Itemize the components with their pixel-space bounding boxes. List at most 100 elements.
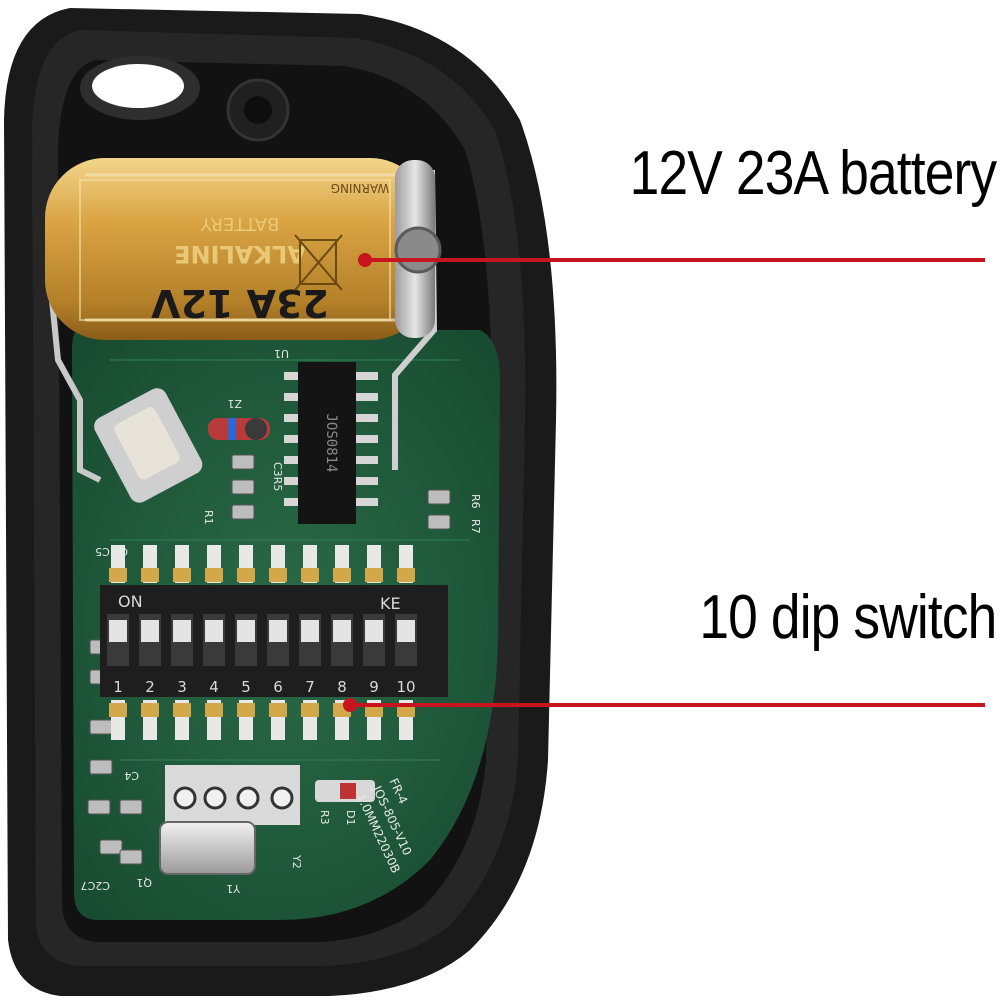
chip-pin — [284, 393, 298, 401]
dip-switch-pins — [109, 545, 415, 740]
chip-pin — [356, 372, 378, 380]
dip-switch-levers — [107, 614, 417, 666]
battery-label-text: BATTERY — [200, 213, 280, 234]
recycle-bin-icon — [294, 234, 343, 291]
smd-part — [231, 479, 255, 495]
smd-part — [119, 799, 143, 815]
chip-pin — [284, 456, 298, 464]
dip-solder-top — [205, 568, 223, 582]
silk-c4: C4 — [124, 769, 139, 782]
smd-part — [89, 719, 113, 735]
dip-lever — [109, 620, 127, 642]
dip-solder-top — [397, 568, 415, 582]
round-pad — [203, 786, 227, 810]
callout-dip-switch — [343, 698, 985, 712]
round-pad — [173, 786, 197, 810]
silk-z1: Z1 — [227, 397, 242, 410]
keyring-hole-inner — [92, 64, 184, 108]
smd-part — [89, 759, 113, 775]
dip-lever — [173, 620, 191, 642]
chip-pin — [356, 456, 378, 464]
callout-battery — [358, 253, 985, 267]
dip-lever — [397, 620, 415, 642]
silk-y2: Y2 — [290, 854, 303, 869]
zener-diode — [208, 418, 270, 440]
dip-number: 2 — [145, 678, 155, 696]
dip-number: 3 — [177, 678, 187, 696]
smd-part — [427, 514, 451, 530]
chip-marking: JOS0814 — [323, 413, 339, 472]
smd-part — [119, 849, 143, 865]
battery-23a: 23A 12V ALKALINE BATTERY WARNING — [45, 158, 442, 340]
dip-solder-bottom — [205, 703, 223, 717]
dip-lever — [365, 620, 383, 642]
dip-solder-top — [237, 568, 255, 582]
silk-q1: Q1 — [136, 876, 152, 889]
led-d1-lens — [340, 783, 356, 799]
chip-pin — [356, 435, 378, 443]
dip-lever — [333, 620, 351, 642]
crystal-oscillator — [159, 821, 256, 875]
smd-components — [87, 454, 451, 865]
dip-lever — [205, 620, 223, 642]
round-pads — [173, 786, 294, 810]
smd-part — [87, 799, 111, 815]
screw-post-hole — [244, 96, 272, 124]
silk-u1: U1 — [274, 347, 289, 360]
dip-solder-top — [365, 568, 383, 582]
dip-number: 8 — [337, 678, 347, 696]
dip-number: 10 — [396, 678, 415, 696]
smd-part — [427, 489, 451, 505]
dip-solder-top — [301, 568, 319, 582]
round-pad — [236, 786, 260, 810]
dip-number: 9 — [369, 678, 379, 696]
silk-d1: D1 — [344, 810, 357, 825]
dip-solder-bottom — [269, 703, 287, 717]
push-button — [94, 388, 203, 503]
chip-pin — [356, 498, 378, 506]
round-pad — [270, 786, 294, 810]
dip-solder-bottom — [173, 703, 191, 717]
chip-pin — [356, 414, 378, 422]
dip-solder-bottom — [237, 703, 255, 717]
dip-solder-bottom — [301, 703, 319, 717]
silk-r1: R1 — [202, 510, 215, 525]
dip-number: 7 — [305, 678, 315, 696]
battery-warning-text: WARNING — [331, 181, 390, 195]
battery-voltage-text: 23A 12V — [151, 281, 329, 325]
chip-pin — [284, 372, 298, 380]
chip-pin — [284, 435, 298, 443]
ic-chip: JOS0814 — [298, 362, 356, 524]
dip-solder-bottom — [141, 703, 159, 717]
dip-lever — [301, 620, 319, 642]
dip-number: 1 — [113, 678, 123, 696]
dip-switch-callout-label: 10 dip switch — [698, 583, 997, 652]
dip-lever — [269, 620, 287, 642]
dip-solder-top — [333, 568, 351, 582]
dip-lever — [237, 620, 255, 642]
smd-part — [231, 454, 255, 470]
silk-r6: R6 — [469, 494, 482, 509]
dip-solder-top — [269, 568, 287, 582]
silk-c6c5: C6 C5 — [95, 545, 128, 558]
battery-alkaline-text: ALKALINE — [174, 240, 306, 268]
smd-part — [99, 839, 123, 855]
silk-c2c7: C2C7 — [81, 879, 110, 892]
silk-r7: R7 — [469, 519, 482, 534]
chip-pin — [356, 477, 378, 485]
dip-solder-top — [141, 568, 159, 582]
battery-callout-label: 12V 23A battery — [629, 139, 996, 208]
dip-ke-label: KE — [380, 594, 401, 613]
dip-number: 4 — [209, 678, 219, 696]
pcb-traces — [110, 359, 470, 761]
dip-solder-top — [173, 568, 191, 582]
dip-on-label: ON — [118, 592, 143, 611]
chip-pin — [284, 414, 298, 422]
battery-clip-left — [49, 299, 102, 483]
dip-number: 5 — [241, 678, 251, 696]
dip-number: 6 — [273, 678, 283, 696]
silk-r3: R3 — [318, 810, 331, 825]
silk-c3r5: C3R5 — [271, 462, 284, 491]
dip-switch-numbers: 1 2 3 4 5 6 7 8 9 10 — [113, 678, 415, 696]
